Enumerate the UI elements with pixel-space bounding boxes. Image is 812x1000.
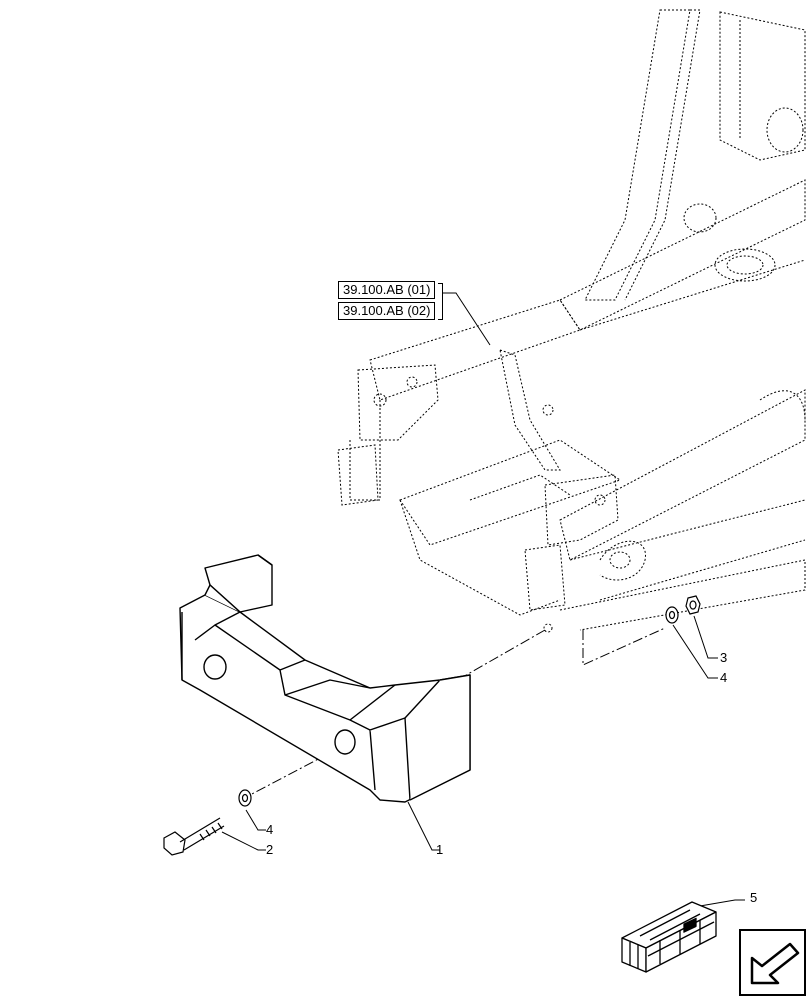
reference-label-01[interactable]: 39.100.AB (01) [338,281,436,299]
reference-leader-line [443,292,491,346]
reference-bracket [438,283,443,320]
counterweight-part [179,554,471,803]
reference-label-02[interactable]: 39.100.AB (02) [338,302,436,320]
shipping-crate-icon [621,901,717,973]
callout-2: 2 [266,842,274,857]
nut-part [685,595,701,615]
tractor-frame-phantom [337,9,806,633]
alignment-lines [249,627,666,796]
callout-4-right: 4 [720,670,728,685]
arrow-navigation-icon[interactable] [739,929,806,996]
washer-right-part [665,606,679,624]
callout-5: 5 [750,890,758,905]
callout-leaders [221,615,745,907]
callout-4-left: 4 [266,822,274,837]
washer-left-part [238,789,252,807]
callout-1: 1 [436,842,444,857]
bolt-part [163,817,225,856]
callout-3: 3 [720,650,728,665]
